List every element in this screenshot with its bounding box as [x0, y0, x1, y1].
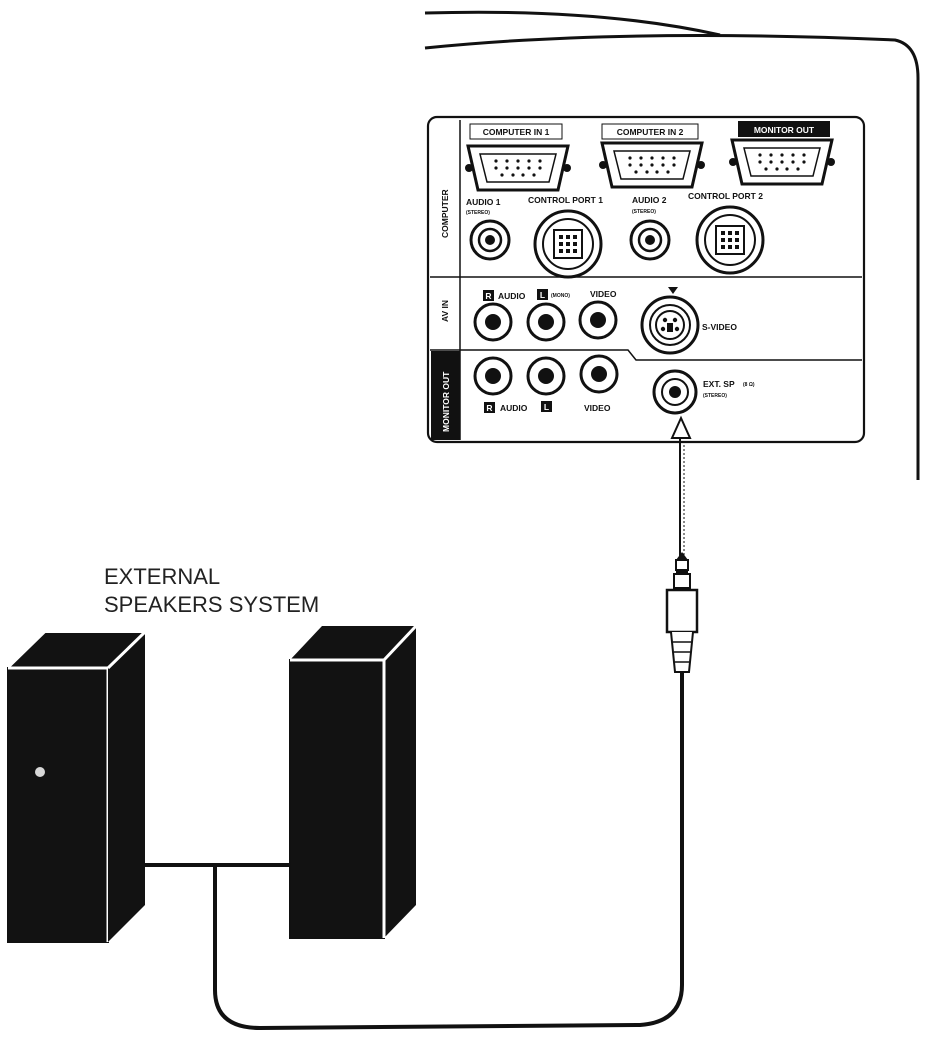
monitor-out-r-badge-text: R [486, 403, 492, 413]
av-in-audio-r-jack[interactable] [473, 302, 513, 342]
monitor-out-r-badge [484, 402, 495, 413]
svideo-label: S-VIDEO [702, 322, 737, 332]
control-port-1-label: CONTROL PORT 1 [528, 195, 603, 205]
ext-sp-sublabel: (STEREO) [703, 393, 727, 399]
group-label-monitor-out: MONITOR OUT [441, 371, 451, 432]
computer-in-2-port[interactable] [599, 141, 705, 189]
group-label-av-in: AV IN [440, 300, 450, 322]
divider-avin-monitorout [430, 349, 862, 361]
ext-sp-label: EXT. SP [703, 379, 735, 389]
av-in-audio-l-jack[interactable] [526, 302, 566, 342]
monitor-out-label-box [738, 121, 830, 137]
av-in-video-jack[interactable] [578, 300, 618, 340]
control-port-2-label: CONTROL PORT 2 [688, 191, 763, 201]
computer-in-1-label-box [469, 123, 563, 140]
audio-1-sublabel: (STEREO) [466, 210, 490, 216]
av-in-audio-label: AUDIO [498, 291, 526, 301]
caption-line-2: SPEAKERS SYSTEM [104, 592, 319, 617]
speaker-cable [145, 672, 684, 1031]
ext-sp-ohm-label: (8 Ω) [743, 382, 755, 388]
stereo-mini-plug [665, 552, 699, 673]
monitor-out-label: MONITOR OUT [754, 125, 815, 135]
computer-in-2-label: COMPUTER IN 2 [617, 127, 684, 137]
connection-arrow [670, 415, 692, 558]
av-in-video-label: VIDEO [590, 289, 617, 299]
caption-line-1: EXTERNAL [104, 564, 220, 589]
right-speaker [289, 624, 418, 939]
monitor-out-audio-r-jack[interactable] [473, 356, 513, 396]
computer-in-1-label: COMPUTER IN 1 [483, 127, 550, 137]
svideo-marker-icon [668, 287, 678, 294]
monitor-out-l-badge-text: L [544, 402, 549, 412]
monitor-out-side-band [431, 351, 460, 440]
terminal-panel: COMPUTER AV IN MONITOR OUT COMPUTER IN 1… [426, 115, 866, 444]
audio-2-sublabel: (STEREO) [632, 209, 656, 215]
projector-housing [424, 10, 920, 480]
audio-2-label: AUDIO 2 [632, 195, 667, 205]
computer-in-1-port[interactable] [465, 144, 571, 192]
monitor-out-audio-label: AUDIO [500, 403, 528, 413]
svideo-jack[interactable] [640, 295, 700, 355]
control-port-2-jack[interactable] [695, 205, 765, 275]
left-speaker [5, 630, 148, 943]
control-port-1-jack[interactable] [533, 209, 603, 279]
group-label-computer: COMPUTER [440, 189, 450, 238]
computer-in-2-label-box [601, 123, 699, 140]
av-in-mono-label: (MONO) [551, 293, 570, 299]
av-in-r-badge [483, 290, 494, 301]
monitor-out-port[interactable] [729, 138, 835, 186]
audio-2-jack[interactable] [629, 219, 671, 261]
av-in-l-badge-text: L [540, 290, 545, 300]
audio-1-jack[interactable] [469, 219, 511, 261]
monitor-out-video-label: VIDEO [584, 403, 611, 413]
monitor-out-audio-l-jack[interactable] [526, 356, 566, 396]
ext-sp-jack[interactable] [652, 369, 698, 415]
monitor-out-video-jack[interactable] [579, 354, 619, 394]
av-in-r-badge-text: R [485, 291, 491, 301]
audio-1-label: AUDIO 1 [466, 197, 501, 207]
monitor-out-l-badge [541, 401, 552, 412]
av-in-l-badge [537, 289, 548, 300]
